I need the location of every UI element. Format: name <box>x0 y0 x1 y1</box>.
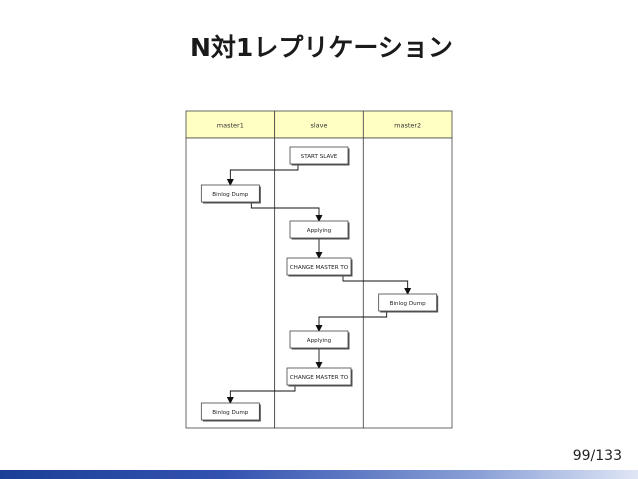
node-change-master-2 <box>286 367 352 386</box>
lane-label-master1: master1 <box>217 122 244 130</box>
footer-bar <box>0 470 638 479</box>
edge-change-master-1-to-binlog-dump-2 <box>342 275 412 295</box>
slide-title: N対1レプリケーション <box>190 33 453 62</box>
node-change-master-1 <box>286 257 352 276</box>
node-label-binlog-dump-2: Binlog Dump <box>390 301 427 307</box>
page-number: 99/133 <box>572 448 622 464</box>
node-label-change-master-2: CHANGE MASTER TO <box>290 375 349 381</box>
lane-label-master2: master2 <box>394 122 421 130</box>
node-applying-1 <box>289 220 349 239</box>
lane-label-slave: slave <box>310 122 327 130</box>
edge-start-slave-to-binlog-dump-1 <box>226 164 299 186</box>
edge-change-master-2-to-binlog-dump-3 <box>226 385 296 404</box>
node-applying-2 <box>289 330 349 349</box>
lane-header-slave <box>274 110 364 139</box>
node-label-binlog-dump-1: Binlog Dump <box>212 192 249 198</box>
node-start-slave <box>289 146 349 165</box>
node-label-change-master-1: CHANGE MASTER TO <box>290 265 349 271</box>
node-label-binlog-dump-3: Binlog Dump <box>212 410 249 416</box>
node-binlog-dump-3 <box>200 402 260 421</box>
edge-binlog-dump-2-to-applying-2 <box>315 311 388 332</box>
node-label-start-slave: START SLAVE <box>301 154 338 160</box>
edge-binlog-dump-1-to-applying-1 <box>250 202 323 222</box>
node-label-applying-2: Applying <box>307 338 332 344</box>
lane-header-master1 <box>185 110 276 139</box>
node-binlog-dump-1 <box>200 184 260 203</box>
node-label-applying-1: Applying <box>307 228 332 234</box>
node-binlog-dump-2 <box>378 293 438 312</box>
